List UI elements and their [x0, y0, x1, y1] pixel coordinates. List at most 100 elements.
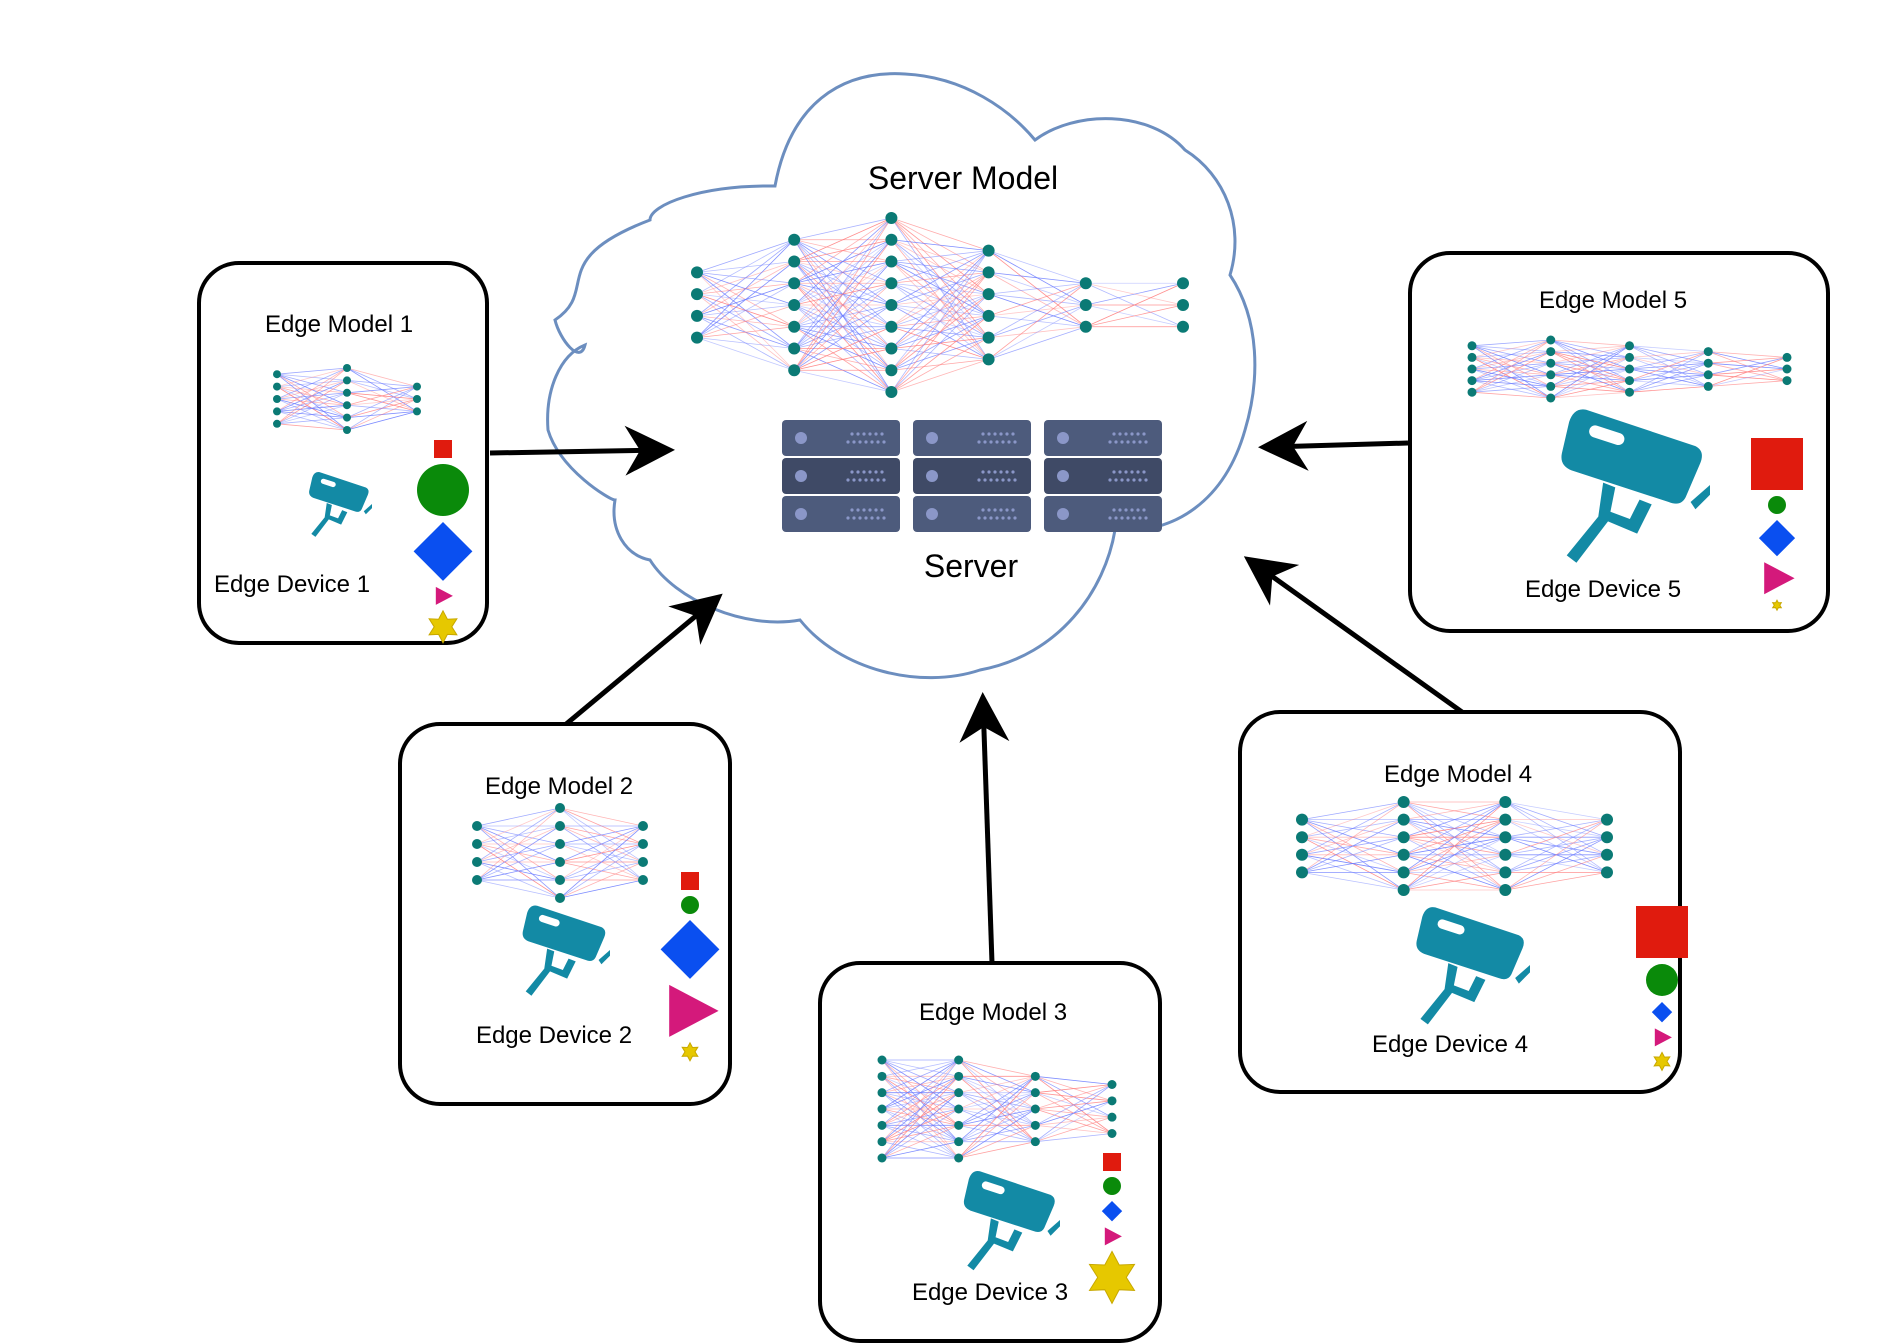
network-connection — [696, 337, 795, 349]
network-connection — [276, 404, 348, 412]
network-connection — [958, 1092, 1036, 1159]
rack-unit — [782, 420, 900, 456]
network-node — [1703, 347, 1713, 357]
network-connection — [696, 261, 795, 273]
network-connection — [1403, 819, 1506, 891]
server-label: Server — [924, 548, 1019, 584]
network-connection — [1505, 801, 1608, 820]
network-node — [982, 331, 995, 344]
network-connection — [1403, 854, 1506, 873]
network-connection — [476, 807, 561, 845]
network-node — [1601, 866, 1613, 879]
network-node — [885, 255, 898, 268]
network-connection — [881, 1059, 959, 1077]
network-connection — [1085, 282, 1184, 328]
rack-unit — [1044, 420, 1162, 456]
network-connection — [1629, 386, 1709, 393]
network-connection — [794, 369, 892, 393]
network-connection — [1471, 339, 1551, 381]
rack-unit — [913, 458, 1031, 494]
network-connection — [1035, 1075, 1113, 1085]
network-connection — [881, 1124, 959, 1159]
network-node — [691, 309, 703, 322]
network-connection — [793, 217, 892, 371]
edge-model-label: Edge Model 3 — [919, 999, 1067, 1026]
network-connection — [891, 250, 989, 393]
network-connection — [1403, 801, 1506, 891]
network-connection — [1550, 351, 1630, 358]
class-square — [1103, 1153, 1121, 1171]
class-star — [428, 609, 458, 644]
network-node — [1030, 1088, 1040, 1098]
class-distribution — [1751, 438, 1803, 612]
network-connection — [794, 326, 892, 371]
network-node — [885, 342, 898, 355]
network-node — [788, 299, 801, 311]
network-connection — [1550, 345, 1630, 352]
network-connection — [1471, 351, 1551, 393]
network-connection — [696, 239, 795, 317]
network-node — [1107, 1096, 1117, 1106]
network-node — [273, 395, 281, 403]
network-connection — [1708, 351, 1788, 358]
network-node — [788, 233, 801, 246]
network-node — [691, 288, 703, 301]
edge-device-4-box: Edge Model 4 Edge Device 4 — [1238, 710, 1688, 1094]
network-connection — [1505, 819, 1608, 838]
network-node — [1499, 796, 1512, 808]
network-connection — [276, 417, 348, 425]
network-connection — [1403, 854, 1506, 891]
network-connection — [958, 1124, 1036, 1159]
network-node — [1296, 848, 1308, 861]
network-node — [885, 320, 898, 333]
network-connection — [1629, 345, 1709, 352]
network-node — [1107, 1080, 1117, 1089]
network-connection — [1403, 801, 1506, 820]
network-connection — [1550, 380, 1630, 387]
network-connection — [559, 861, 644, 899]
network-connection — [346, 386, 418, 431]
network-node — [555, 893, 565, 903]
network-node — [877, 1071, 887, 1081]
network-node — [982, 266, 995, 279]
network-node — [555, 821, 565, 831]
network-connection — [958, 1075, 1036, 1126]
network-node — [413, 395, 421, 403]
network-connection — [988, 250, 1087, 328]
network-node — [273, 370, 281, 379]
network-connection — [346, 367, 418, 387]
network-connection — [1301, 801, 1404, 838]
network-connection — [793, 304, 892, 371]
network-connection — [1550, 391, 1630, 399]
network-node — [413, 407, 421, 416]
network-connection — [1708, 357, 1788, 387]
network-node — [1397, 884, 1410, 896]
network-connection — [696, 239, 795, 273]
class-triangle — [1654, 1028, 1672, 1047]
network-node — [691, 331, 703, 344]
network-connection — [891, 315, 989, 393]
class-diamond — [413, 522, 473, 581]
network-connection — [1035, 1116, 1113, 1126]
network-connection — [988, 282, 1086, 295]
network-connection — [1629, 351, 1709, 381]
network-node — [472, 875, 482, 885]
network-node — [982, 353, 995, 366]
network-node — [1467, 352, 1477, 362]
edge-model-network — [1467, 335, 1792, 403]
network-node — [1397, 831, 1410, 844]
network-node — [982, 309, 995, 322]
network-connection — [881, 1059, 959, 1110]
network-node — [638, 875, 648, 885]
network-connection — [476, 825, 561, 881]
network-connection — [1035, 1133, 1113, 1143]
network-connection — [891, 250, 989, 284]
network-connection — [696, 304, 795, 339]
network-connection — [276, 367, 348, 412]
network-connection — [1301, 819, 1404, 873]
rack-unit — [913, 496, 1031, 532]
network-node — [885, 277, 898, 290]
network-connection — [696, 326, 795, 339]
network-node — [1030, 1137, 1040, 1147]
network-connection — [276, 373, 348, 381]
